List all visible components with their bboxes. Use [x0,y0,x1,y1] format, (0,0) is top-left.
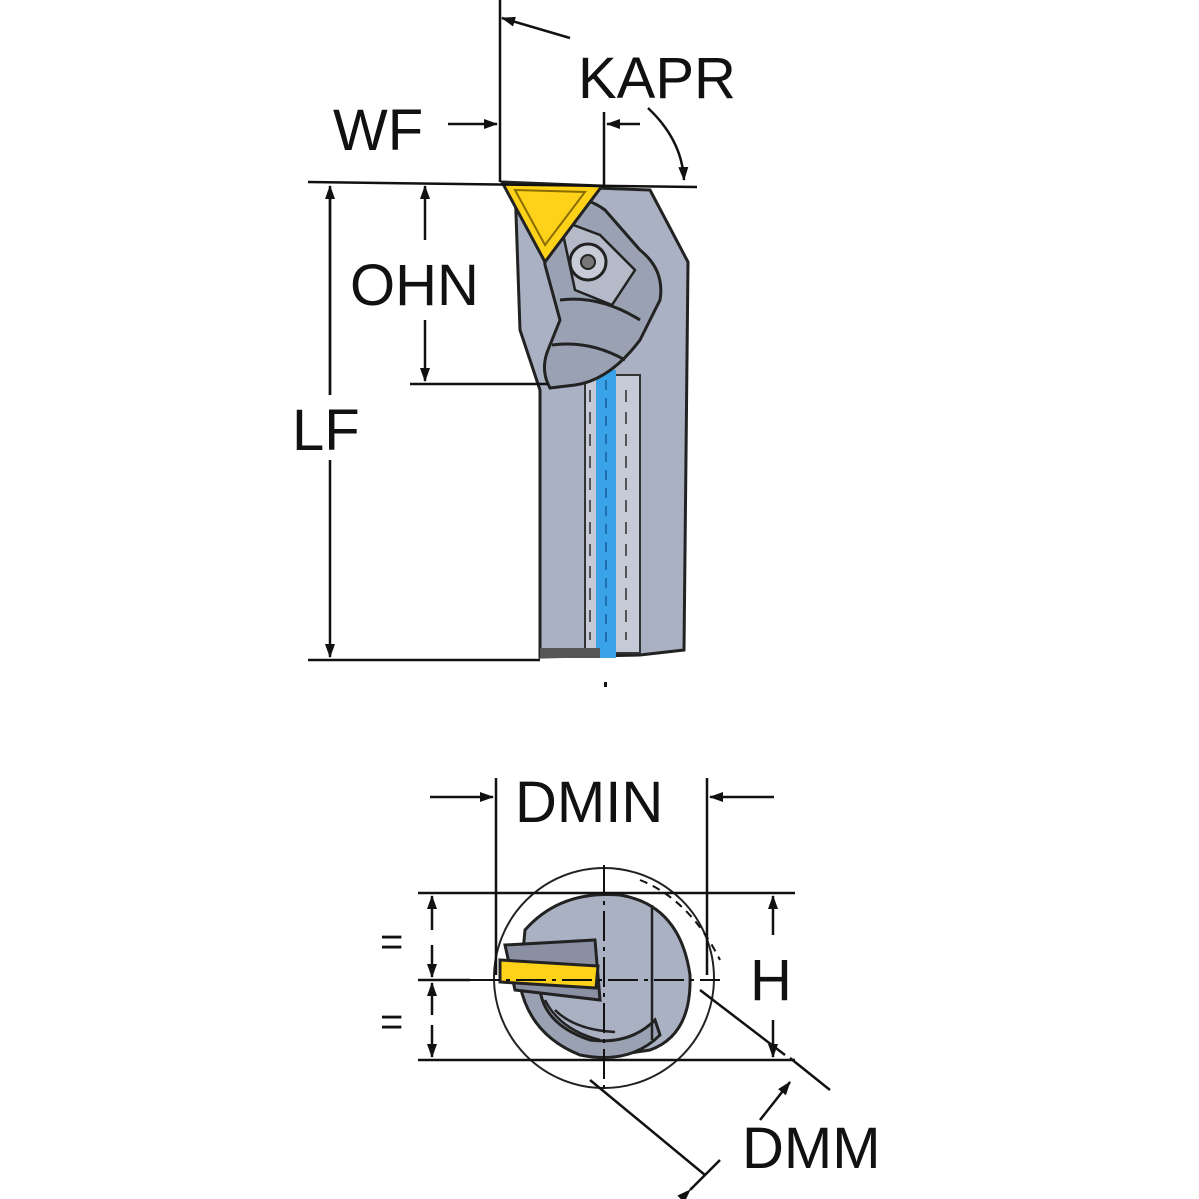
ohn-label: OHN [350,253,479,318]
h-label: H [750,948,792,1013]
end-view-dimensions: DMIN H DMM = = [380,770,881,1199]
equal-sign-upper: = [380,920,403,964]
side-view-dimensions: KAPR WF OHN LF [292,0,736,687]
wf-label: WF [333,98,423,163]
dmm-label: DMM [742,1116,881,1181]
boring-bar-side-view [499,180,690,659]
lf-label: LF [292,398,360,463]
dmin-label: DMIN [515,770,663,835]
equal-sign-lower: = [380,1000,403,1044]
kapr-label: KAPR [578,46,736,111]
boring-bar-end-view [470,865,720,1090]
end-view-insert [498,958,600,990]
